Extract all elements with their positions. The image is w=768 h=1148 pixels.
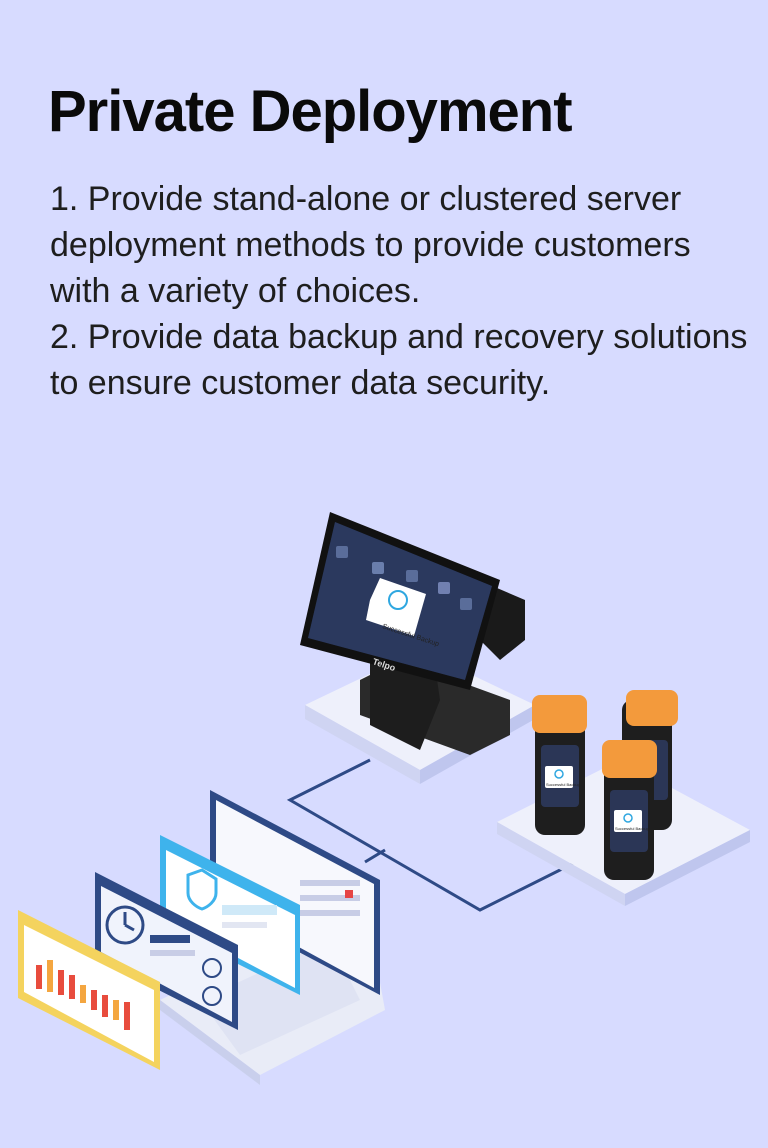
private-deployment-illustration: Successful Backup Telpo Successful Backu… xyxy=(18,512,750,1085)
description: 1. Provide stand-alone or clustered serv… xyxy=(50,176,750,406)
handheld-front-label: Successful Backup xyxy=(615,826,650,831)
point-2: 2. Provide data backup and recovery solu… xyxy=(50,318,748,402)
point-1: 1. Provide stand-alone or clustered serv… xyxy=(50,180,691,310)
laptop xyxy=(160,790,385,1085)
network-connections xyxy=(286,758,581,912)
security-window xyxy=(160,835,300,995)
pos-terminal: Successful Backup Telpo xyxy=(300,512,525,755)
handheld-left-label: Successful Backup xyxy=(546,782,581,787)
backup-window xyxy=(95,872,238,1030)
handheld-device-left: Successful Backup xyxy=(532,695,587,835)
handheld-device-front: Successful Backup xyxy=(602,740,657,880)
page-title: Private Deployment xyxy=(48,79,573,144)
chart-window xyxy=(18,910,160,1070)
bar-marks xyxy=(36,960,130,1030)
